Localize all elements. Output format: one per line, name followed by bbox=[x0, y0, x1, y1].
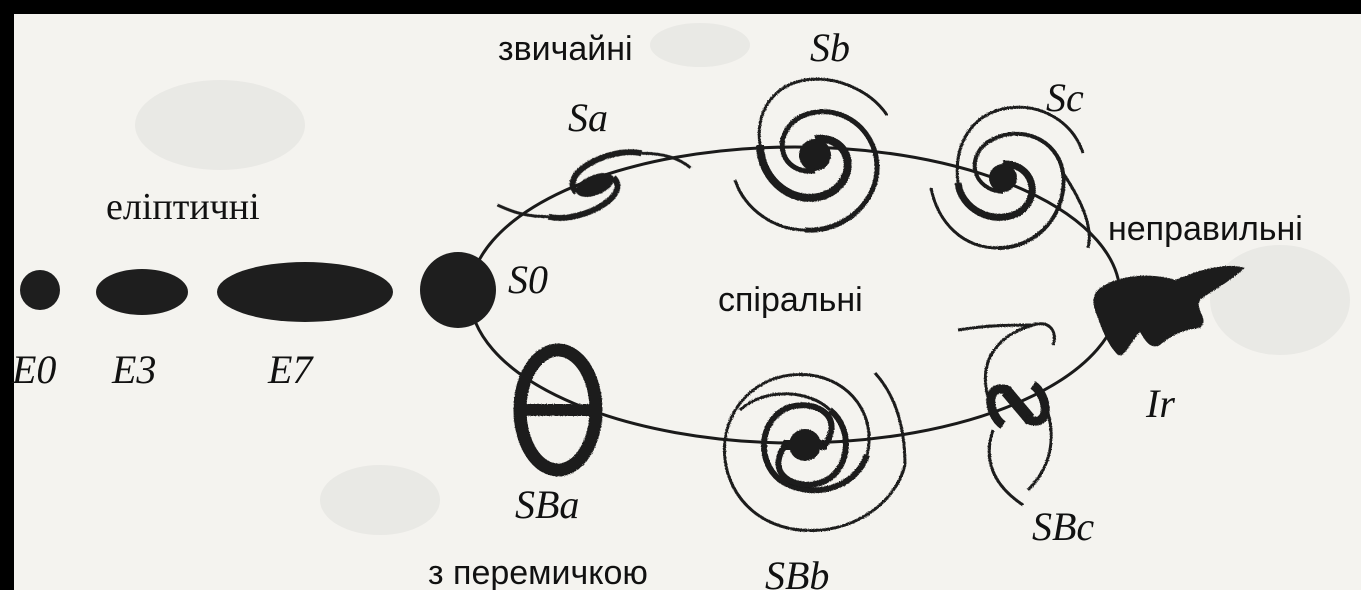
galaxy-Sc bbox=[931, 107, 1089, 248]
type-label-S0: S0 bbox=[508, 260, 548, 300]
type-label-E0: E0 bbox=[12, 350, 56, 390]
galaxy-Sa bbox=[496, 128, 692, 242]
galaxy-SBb bbox=[724, 373, 905, 531]
galaxy-E0 bbox=[20, 270, 60, 310]
type-label-SBb: SBb bbox=[765, 556, 829, 590]
group-label-elliptical: еліптичні bbox=[106, 188, 260, 226]
type-label-E7: E7 bbox=[268, 350, 312, 390]
type-label-E3: E3 bbox=[112, 350, 156, 390]
group-label-irregular: неправильні bbox=[1108, 212, 1303, 246]
galaxy-S0 bbox=[420, 252, 496, 328]
group-label-spiral: спіральні bbox=[718, 283, 863, 317]
galaxy-Sb bbox=[735, 79, 887, 230]
galaxy-E7 bbox=[217, 262, 393, 322]
type-label-SBc: SBc bbox=[1032, 507, 1094, 547]
group-label-normal: звичайні bbox=[498, 32, 633, 66]
type-label-Sb: Sb bbox=[810, 28, 850, 68]
type-label-SBa: SBa bbox=[515, 485, 579, 525]
type-label-Sc: Sc bbox=[1046, 78, 1084, 118]
type-label-Sa: Sa bbox=[568, 98, 608, 138]
galaxy-SBc bbox=[958, 324, 1054, 505]
galaxy-SBa bbox=[520, 350, 596, 470]
type-label-Ir: Ir bbox=[1146, 384, 1175, 424]
galaxy-E3 bbox=[96, 269, 188, 315]
group-label-barred: з перемичкою bbox=[428, 556, 648, 590]
